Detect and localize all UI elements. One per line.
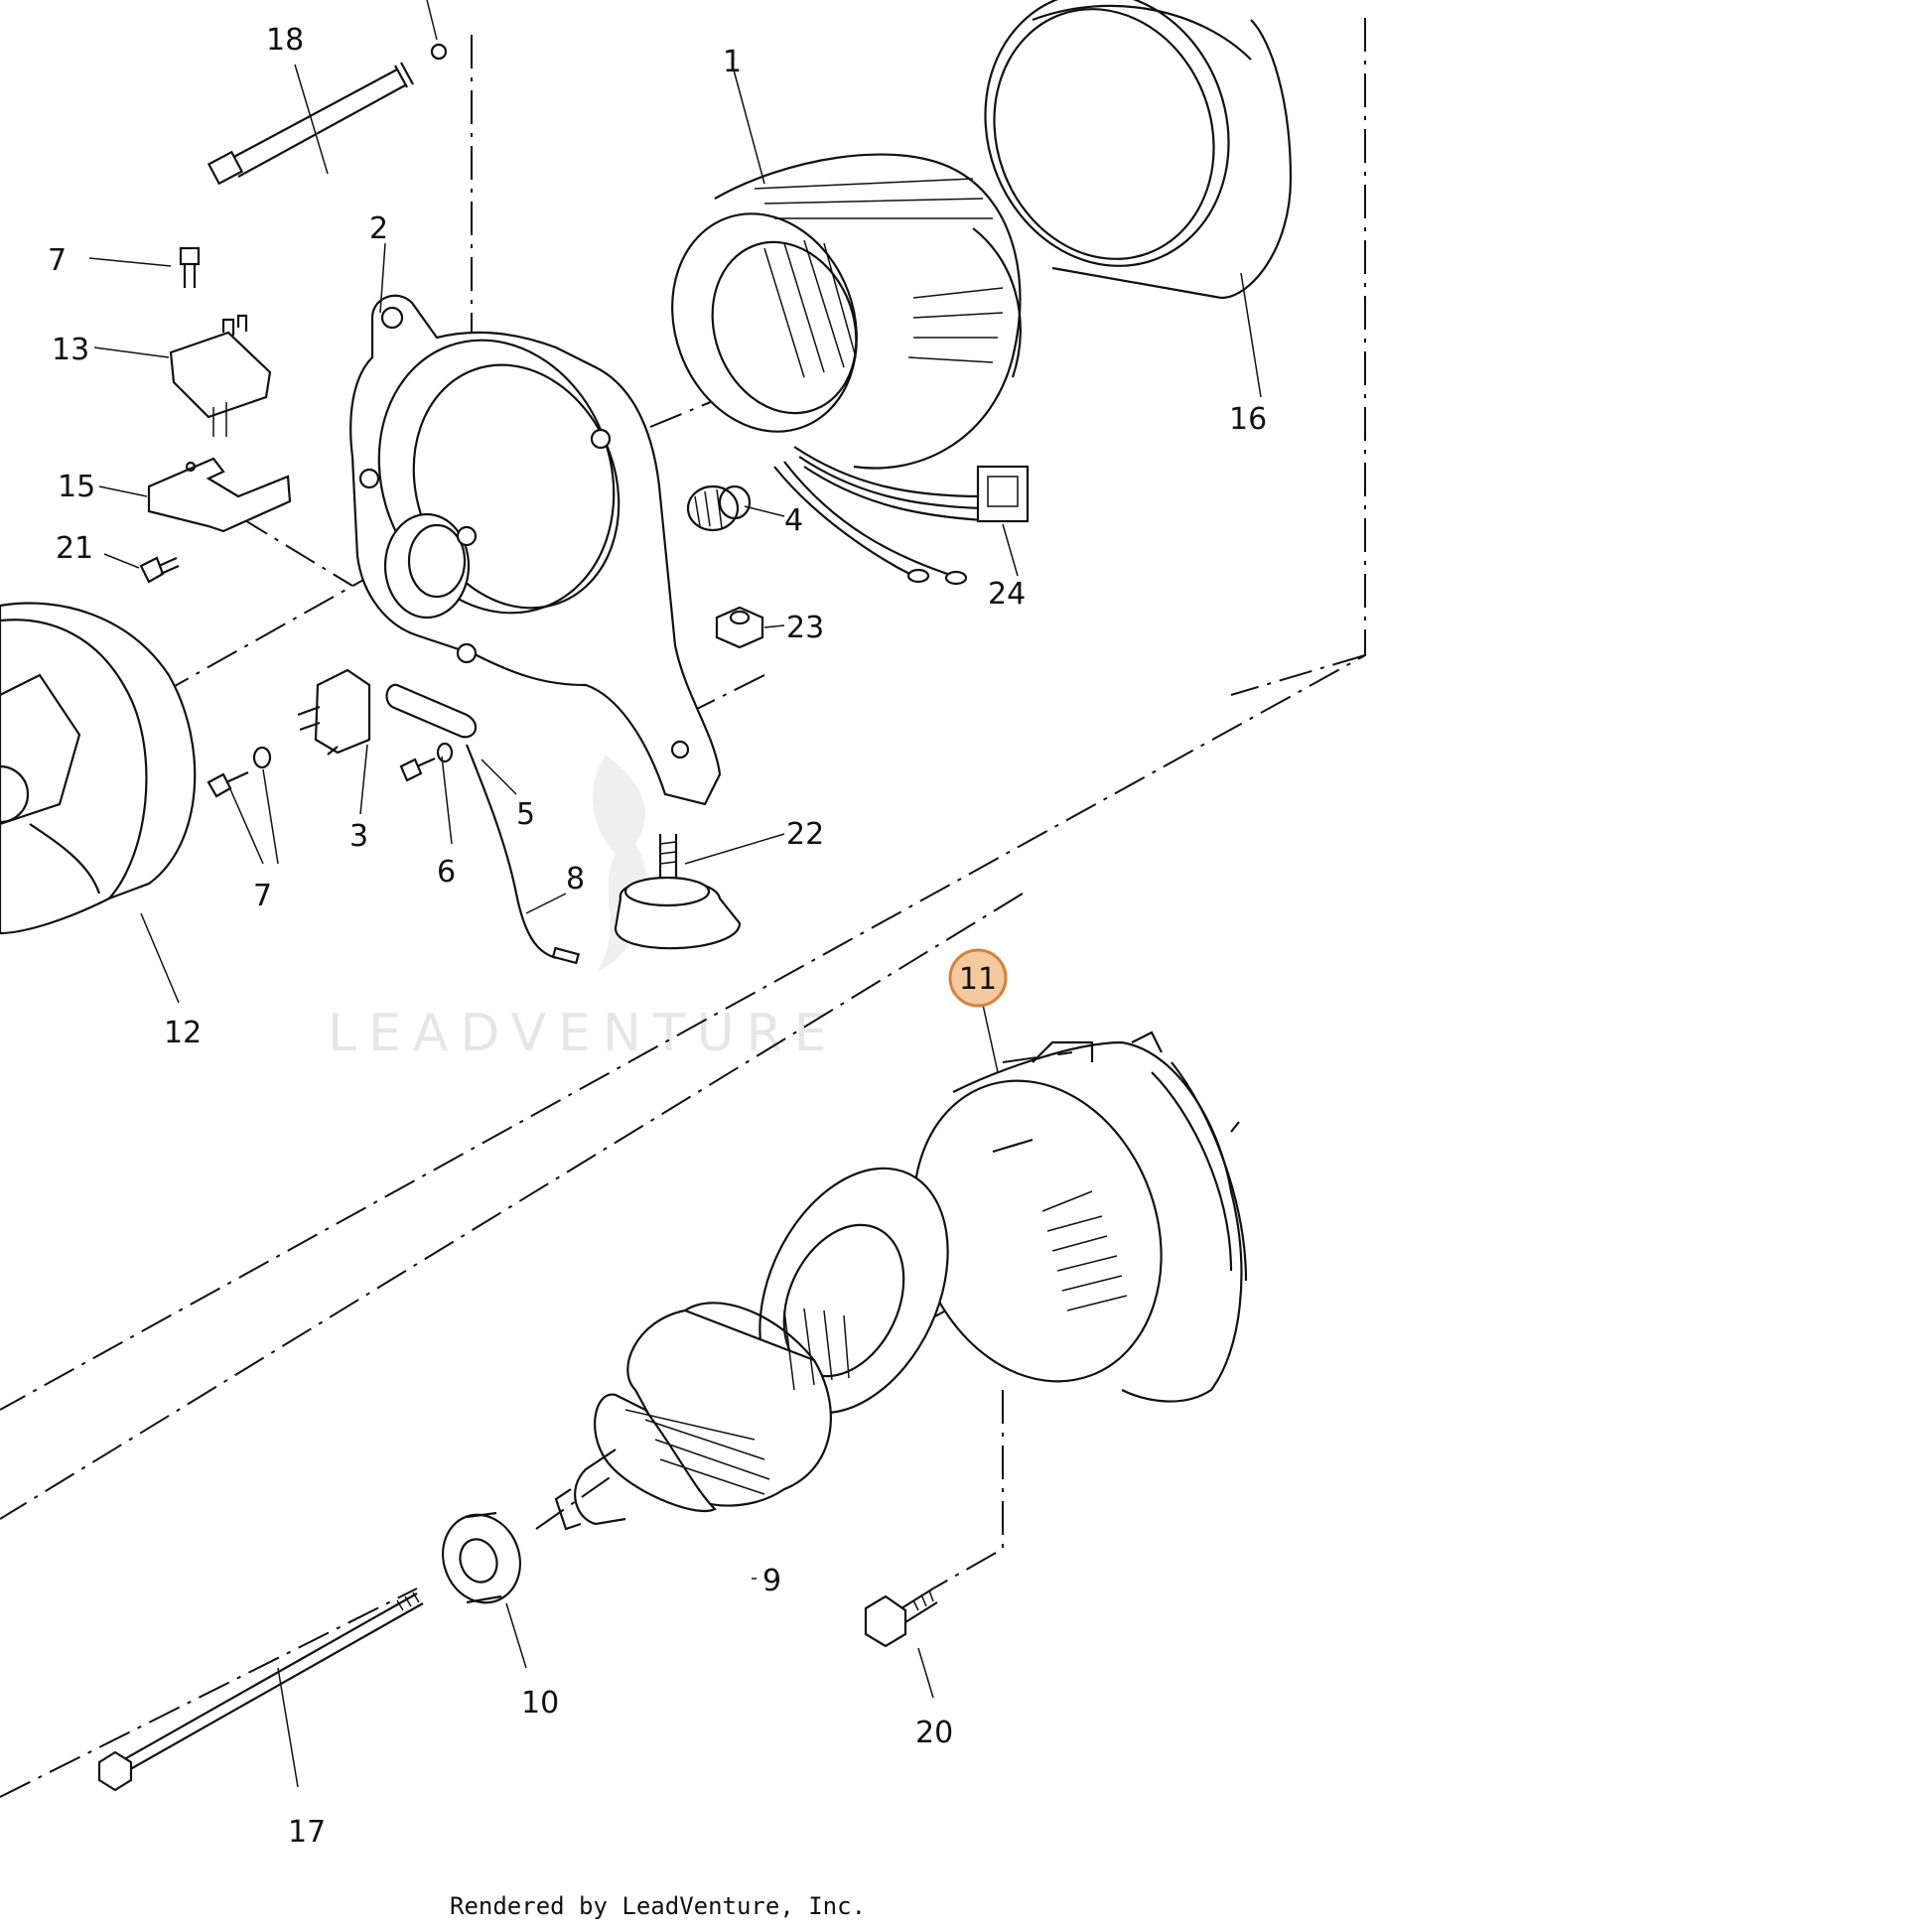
watermark-text: LEADVENTURE	[328, 1004, 839, 1063]
label-9[interactable]: 9	[762, 1564, 781, 1598]
part-labels: 18 2 7 13 15 21 1 16 4 24 23 22 5 6 8 3 …	[48, 23, 1267, 1850]
part-6-screw	[399, 742, 454, 782]
label-14[interactable]: 7	[48, 243, 67, 278]
label-22[interactable]: 22	[786, 817, 824, 852]
part-21-screw	[139, 556, 180, 584]
label-15[interactable]: 15	[58, 470, 95, 504]
label-17[interactable]: 17	[288, 1815, 326, 1850]
part-2-frame	[349, 294, 722, 806]
highlight-circle[interactable]	[948, 948, 1008, 1008]
label-8[interactable]: 8	[566, 862, 585, 897]
label-24[interactable]: 24	[988, 577, 1026, 612]
part-18-bolt	[207, 43, 448, 186]
label-7[interactable]: 7	[253, 879, 272, 913]
part-12-flywheel	[0, 602, 197, 935]
label-6[interactable]: 6	[437, 855, 456, 890]
part-22-mount	[614, 834, 742, 950]
part-9-rotor	[554, 1167, 949, 1531]
label-10[interactable]: 10	[521, 1686, 559, 1721]
label-13[interactable]: 13	[52, 333, 89, 367]
label-12[interactable]: 12	[164, 1016, 202, 1050]
label-20[interactable]: 20	[915, 1716, 953, 1750]
label-2[interactable]: 2	[369, 211, 388, 246]
part-3-rectifier	[297, 668, 371, 756]
part-17-bolt	[97, 1591, 424, 1792]
highlight-marker-11[interactable]: 11	[948, 948, 1008, 1008]
label-3[interactable]: 3	[349, 819, 368, 854]
watermark: LEADVENTURE	[328, 755, 839, 1063]
part-5-strap	[385, 683, 478, 739]
label-21[interactable]: 21	[56, 531, 93, 566]
part-20-bolt	[864, 1587, 938, 1648]
label-1[interactable]: 1	[723, 45, 742, 79]
footer-credit: Rendered by LeadVenture, Inc.	[450, 1892, 866, 1920]
part-7-screw-washer	[207, 746, 272, 798]
label-18[interactable]: 18	[266, 23, 304, 58]
label-5[interactable]: 5	[516, 797, 535, 832]
label-16[interactable]: 16	[1229, 402, 1267, 437]
label-4[interactable]: 4	[784, 503, 803, 538]
part-1-stator	[671, 153, 1022, 470]
label-11[interactable]: 11	[959, 962, 997, 997]
part-24-connector	[773, 446, 1030, 586]
part-14-screw	[179, 246, 201, 288]
part-23-nut	[715, 606, 764, 649]
part-8-wire	[465, 744, 580, 965]
part-4-grommet	[686, 484, 752, 532]
leader-lines	[88, 0, 1262, 1788]
part-11-end-cover	[912, 1031, 1248, 1403]
label-23[interactable]: 23	[786, 611, 824, 645]
part-16-cover	[984, 0, 1293, 300]
part-15-bracket	[147, 457, 292, 533]
part-13-regulator	[169, 314, 272, 437]
part-10-bearing	[442, 1511, 521, 1604]
